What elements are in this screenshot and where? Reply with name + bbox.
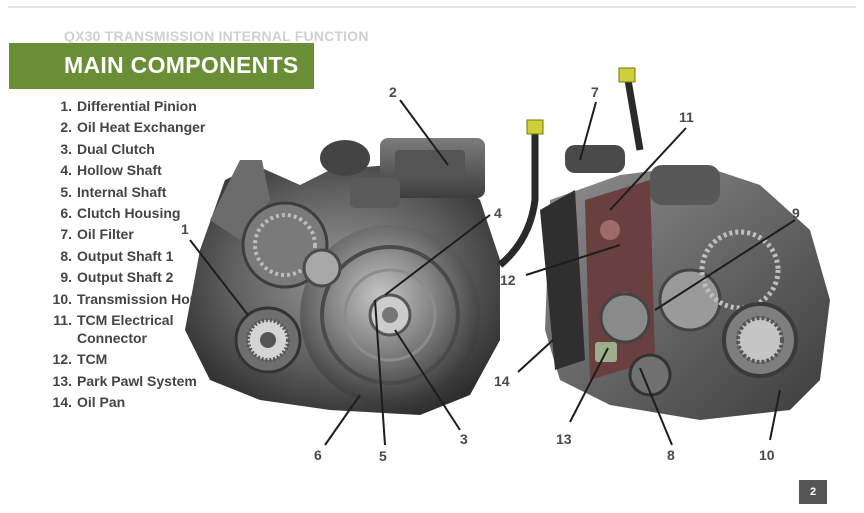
left-transmission-view: [185, 119, 544, 415]
top-divider: [8, 6, 856, 8]
callout-8: 8: [667, 447, 675, 463]
legend-item: 8.Output Shaft 1: [60, 247, 174, 264]
callout-13: 13: [556, 431, 572, 447]
legend-item: 2.Oil Heat Exchanger: [60, 119, 206, 136]
legend-item: 11.TCM Electrical Connector: [53, 311, 174, 346]
callout-12: 12: [500, 272, 516, 288]
callout-4: 4: [494, 205, 502, 221]
legend-item: 13.Park Pawl System: [52, 372, 197, 389]
legend-item: 12.TCM: [52, 351, 108, 368]
legend-item: 5.Internal Shaft: [60, 183, 167, 200]
right-transmission-view: [540, 67, 830, 420]
legend-item: 3.Dual Clutch: [60, 140, 155, 157]
callout-6: 6: [314, 447, 322, 463]
callout-3: 3: [460, 431, 468, 447]
callout-9: 9: [792, 205, 800, 221]
page-title: MAIN COMPONENTS: [64, 52, 299, 78]
page-number-badge: 2: [799, 480, 827, 504]
title-banner: MAIN COMPONENTS: [9, 43, 314, 89]
section-supertitle: QX30 TRANSMISSION INTERNAL FUNCTION: [64, 28, 369, 44]
callout-7: 7: [591, 84, 599, 100]
callout-11: 11: [679, 109, 694, 125]
legend-item: 1.Differential Pinion: [60, 98, 197, 114]
legend-item: 9.Output Shaft 2: [60, 269, 174, 286]
callout-1: 1: [181, 221, 189, 237]
legend-item: 6.Clutch Housing: [60, 204, 181, 221]
legend-item: 10.Transmission Housing: [52, 290, 228, 307]
legend-item: 4.Hollow Shaft: [60, 162, 162, 179]
callout-5: 5: [379, 448, 387, 464]
component-legend: 1.Differential Pinion 2.Oil Heat Exchang…: [40, 97, 240, 414]
callout-2: 2: [389, 84, 397, 100]
legend-item: 14.Oil Pan: [52, 394, 126, 411]
leader-lines: [189, 99, 796, 446]
callout-10: 10: [759, 447, 775, 463]
callout-14: 14: [494, 373, 510, 389]
legend-item: 7.Oil Filter: [60, 226, 134, 243]
